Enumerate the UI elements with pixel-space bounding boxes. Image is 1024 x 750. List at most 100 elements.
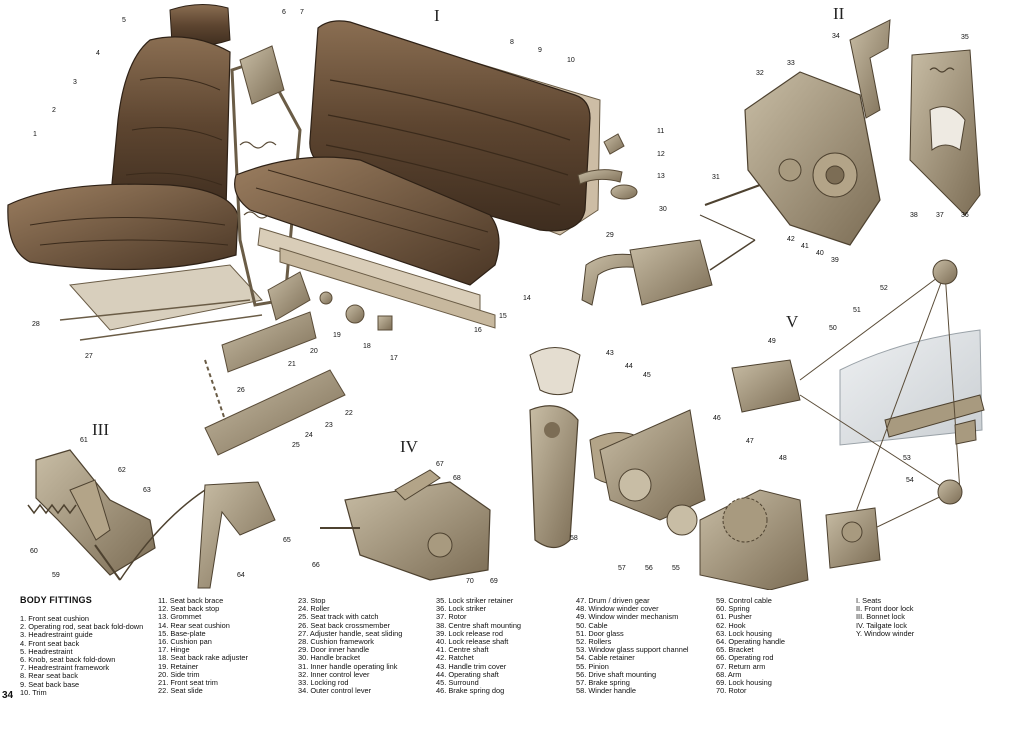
tailgate-lock-housing [344, 481, 491, 581]
callout-27: 27 [85, 353, 93, 360]
legend-item: 28. Cushion framework [298, 637, 374, 647]
grommet [610, 184, 638, 200]
callout-51: 51 [853, 307, 861, 314]
callout-9: 9 [538, 47, 542, 54]
callout-12: 12 [657, 151, 665, 158]
legend-column-1: 1. Front seat cushion 2. Operating rod, … [20, 614, 143, 697]
rotor [427, 532, 453, 558]
callout-48: 48 [779, 455, 787, 462]
callout-13: 13 [657, 173, 665, 180]
callout-5: 5 [122, 17, 126, 24]
callout-43: 43 [606, 350, 614, 357]
legend-item: 23. Stop [298, 596, 326, 605]
legend-item: 25. Seat track with catch [298, 612, 379, 622]
legend-item: 60. Spring [716, 604, 750, 614]
callout-56: 56 [645, 565, 653, 572]
legend-item: Y. Window winder [856, 628, 915, 638]
callout-6: 6 [282, 9, 286, 16]
legend-item: 32. Inner control lever [298, 669, 370, 679]
assembly-label-v: V [786, 312, 799, 331]
callout-54: 54 [906, 477, 914, 484]
hook [69, 479, 111, 541]
legend-item: 3. Headrestraint guide [20, 630, 93, 640]
legend-item: 21. Front seat trim [158, 678, 218, 688]
callout-44: 44 [625, 363, 633, 370]
callout-59: 59 [52, 572, 60, 579]
callout-25: 25 [292, 442, 300, 449]
seat-back-stop [577, 169, 623, 185]
legend-item: 37. Rotor [436, 612, 467, 622]
seat-slide [204, 369, 346, 456]
tailgate-lock-group [320, 469, 491, 581]
callout-32: 32 [756, 70, 764, 77]
front-seat-group [7, 4, 393, 456]
seat-back-brace [603, 133, 625, 155]
callout-65: 65 [283, 537, 291, 544]
legend-column-3: 23. Stop 24. Roller 25. Seat track with … [298, 596, 402, 695]
cable [799, 271, 961, 541]
return-arm [394, 469, 441, 501]
legend-item: 24. Roller [298, 604, 330, 614]
legend-item: 49. Window winder mechanism [576, 612, 679, 622]
callout-55: 55 [672, 565, 680, 572]
callout-46: 46 [713, 415, 721, 422]
callout-7: 7 [300, 9, 304, 16]
callout-40: 40 [816, 250, 824, 257]
cable-retainer [954, 419, 977, 445]
legend-item: II. Front door lock [856, 604, 914, 614]
callout-4: 4 [96, 50, 100, 57]
front-seat-cushion [7, 183, 239, 271]
cushion-pan [279, 247, 496, 329]
legend-item: 66. Operating rod [716, 653, 774, 663]
legend-item: 11. Seat back brace [158, 596, 224, 605]
window-glass-support-channel [884, 394, 985, 438]
legend-item: 58. Winder handle [576, 686, 636, 696]
window-winder-mechanism [731, 359, 801, 413]
callout-70: 70 [466, 578, 474, 585]
operating-handle [197, 481, 276, 589]
callout-67: 67 [436, 461, 444, 468]
callout-42: 42 [787, 236, 795, 243]
callout-64: 64 [237, 572, 245, 579]
callout-3: 3 [73, 79, 77, 86]
assembly-label-ii: II [833, 4, 845, 23]
callout-18: 18 [363, 343, 371, 350]
legend-column-4: 35. Lock striker retainer 36. Lock strik… [436, 596, 522, 695]
legend-item: 65. Bracket [716, 645, 754, 655]
legend-column-6: 59. Control cable 60. Spring 61. Pusher … [716, 596, 786, 695]
callout-61: 61 [80, 437, 88, 444]
control-cable [119, 489, 206, 581]
legend-item: 40. Lock release shaft [436, 637, 509, 647]
legend-item: 41. Centre shaft [436, 645, 489, 655]
drum-driven-gear [722, 497, 768, 543]
legend-item: 31. Inner handle operating link [298, 661, 398, 671]
legend-item: 9. Seat back base [20, 679, 80, 689]
handle-bracket [629, 239, 713, 306]
legend-item: 38. Centre shaft mounting [436, 620, 522, 630]
callout-49: 49 [768, 338, 776, 345]
winder-handle [529, 405, 579, 549]
callout-14: 14 [523, 295, 531, 302]
callout-23: 23 [325, 422, 333, 429]
exploded-illustration [7, 4, 985, 590]
legend-item: 64. Operating handle [716, 637, 786, 647]
legend-item: 50. Cable [576, 620, 608, 630]
legend-item: 10. Trim [20, 687, 47, 697]
callout-11: 11 [657, 128, 664, 135]
legend-item: 51. Door glass [576, 628, 624, 638]
callout-10: 10 [567, 57, 575, 64]
callout-31: 31 [712, 174, 720, 181]
page-number: 34 [2, 690, 14, 701]
legend-item: 68. Arm [716, 669, 742, 679]
legend-item: 55. Pinion [576, 661, 609, 671]
callout-15: 15 [499, 313, 507, 320]
legend-item: 35. Lock striker retainer [436, 596, 514, 605]
legend-item: 56. Drive shaft mounting [576, 669, 657, 679]
callout-30: 30 [659, 206, 667, 213]
legend-item: 19. Retainer [158, 661, 199, 671]
legend-item: 18. Seat back rake adjuster [158, 653, 248, 663]
callout-16: 16 [474, 327, 482, 334]
callout-69: 69 [490, 578, 498, 585]
legend-item: 47. Drum / driven gear [576, 596, 650, 605]
